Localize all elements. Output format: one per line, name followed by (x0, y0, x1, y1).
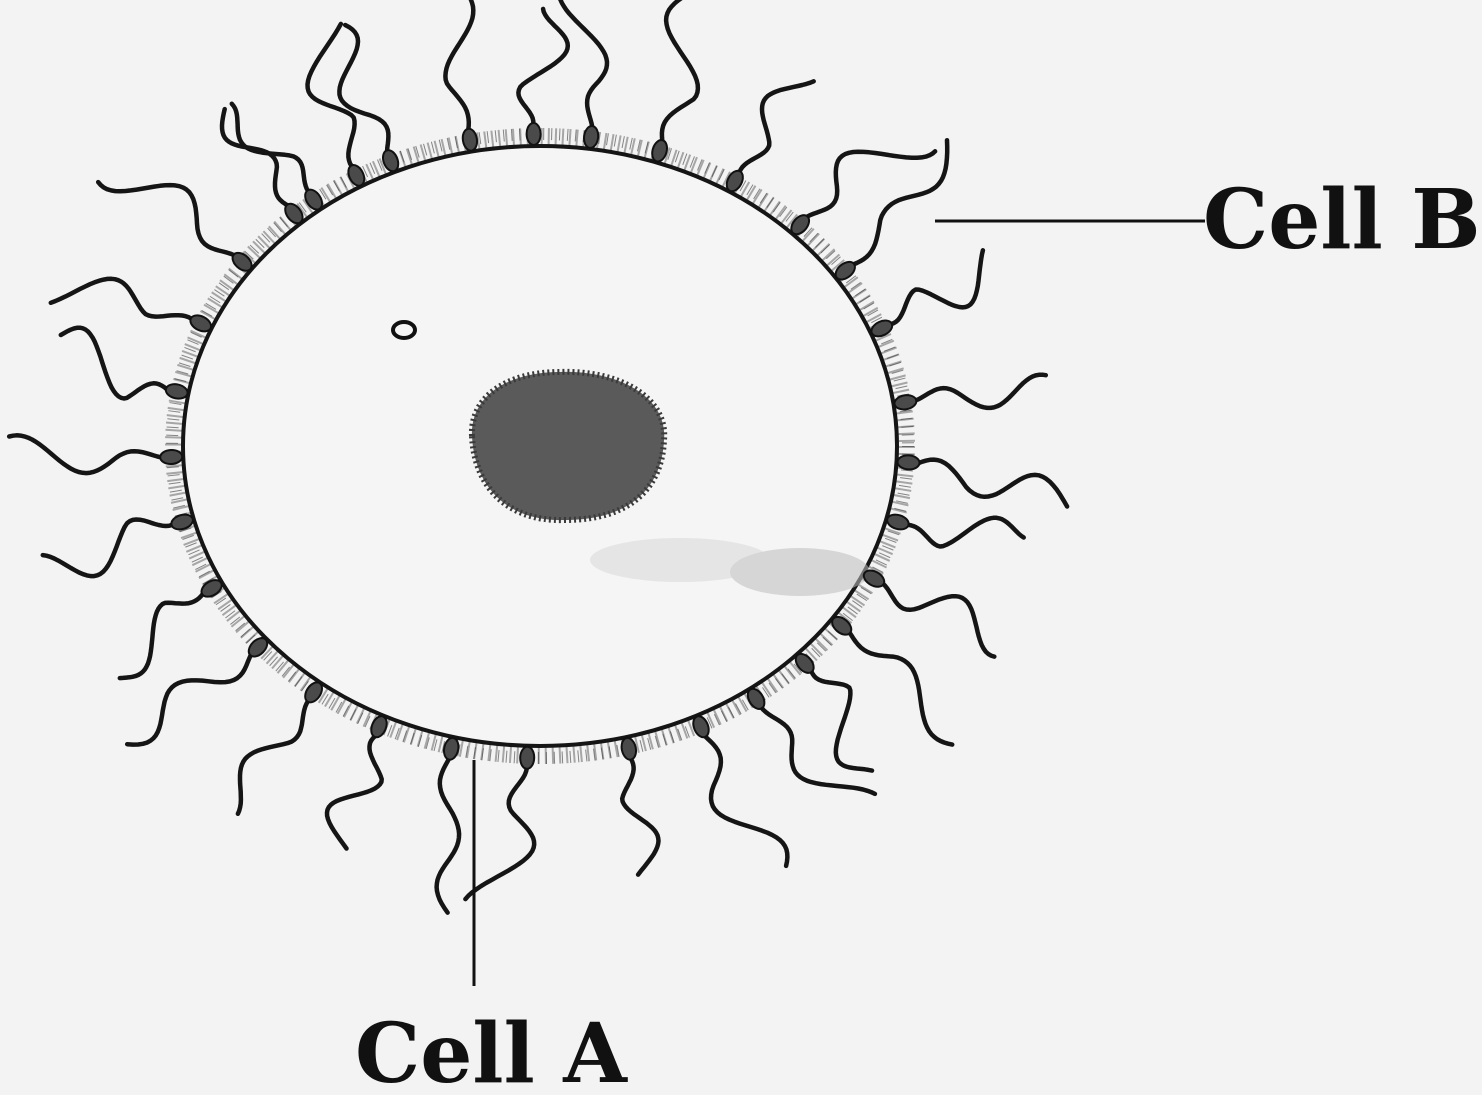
sperm-tail (915, 375, 1046, 408)
nucleus (472, 372, 664, 520)
sperm-tail (761, 708, 875, 794)
cell-a-label: Cell A (355, 1006, 628, 1095)
sperm-tail (238, 701, 308, 814)
sperm-tail (327, 736, 382, 849)
sperm-tail (9, 435, 161, 473)
sperm-head (526, 123, 540, 145)
sperm-head (520, 747, 535, 769)
cytoplasm-shading-light (590, 538, 770, 582)
sperm-tail (739, 81, 813, 172)
sperm-tail (339, 25, 388, 151)
sperm-head (442, 737, 460, 761)
sperm-tail (849, 632, 952, 744)
sperm-tail (308, 24, 355, 167)
sperm-tail (662, 0, 698, 141)
cell-b-label: Cell B (1203, 172, 1481, 268)
sperm-head (164, 382, 188, 400)
sperm-tail (465, 768, 534, 899)
sperm-head (583, 125, 599, 148)
vacuole (393, 322, 415, 338)
sperm-head (897, 455, 920, 470)
sperm-tail (98, 182, 234, 255)
sperm-tail (120, 594, 203, 679)
sperm-tail (705, 736, 788, 866)
sperm-tail (437, 759, 460, 913)
sperm-head (461, 128, 478, 152)
sperm-tail (222, 109, 288, 205)
sperm-tail (908, 518, 1024, 547)
sperm-tail (61, 328, 167, 399)
sperm-tail (559, 0, 607, 127)
sperm-tail (51, 279, 192, 319)
sperm-tail (518, 9, 567, 124)
sperm-tail (807, 151, 936, 217)
sperm-tail (43, 520, 173, 577)
sperm-tail (445, 0, 473, 130)
sperm-tail (811, 671, 872, 771)
sperm-tail (622, 759, 658, 875)
sperm-tail (883, 584, 995, 657)
sperm-tail (919, 460, 1068, 507)
sperm-tail (891, 250, 983, 324)
sperm-head (893, 394, 917, 411)
sperm-head (160, 450, 183, 465)
